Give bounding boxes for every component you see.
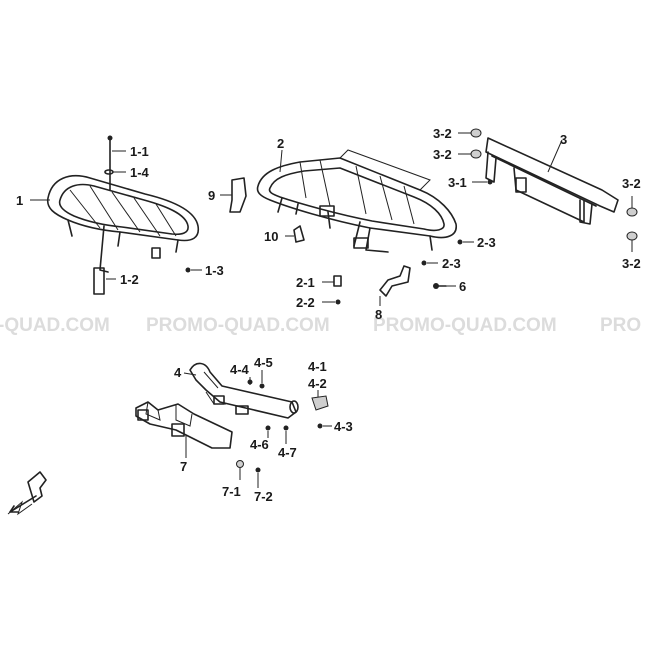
cap-3-2a (470, 128, 482, 138)
leader-3 (547, 139, 563, 173)
label-6: 6 (459, 279, 466, 294)
label-1-1: 1-1 (130, 144, 149, 159)
label-2: 2 (277, 136, 284, 151)
bolt-7-2 (255, 467, 261, 473)
label-1: 1 (16, 193, 23, 208)
sleeve-4-1 (311, 395, 329, 411)
label-4-3: 4-3 (334, 419, 353, 434)
label-2-2: 2-2 (296, 295, 315, 310)
rear-rack (256, 149, 457, 253)
label-3-2d: 3-2 (622, 256, 641, 271)
direction-arrow-icon (7, 471, 47, 516)
cap-3-2c (626, 207, 638, 217)
bracket-9 (229, 177, 247, 213)
label-3-2b: 3-2 (433, 147, 452, 162)
label-7: 7 (180, 459, 187, 474)
bolt-4-5 (259, 383, 265, 389)
nut-2-2 (335, 299, 341, 305)
label-7-1: 7-1 (222, 484, 241, 499)
washer-4-7 (283, 425, 289, 431)
label-3-2a: 3-2 (433, 126, 452, 141)
label-4-4: 4-4 (230, 362, 250, 377)
label-4-7: 4-7 (278, 445, 297, 460)
cap-3-2d (626, 231, 638, 241)
washer-1-4 (104, 169, 114, 175)
watermark: -QUAD.COM PROMO-QUAD.COM PROMO-QUAD.COM … (0, 315, 641, 336)
cap-3-2b (470, 149, 482, 159)
label-7-2: 7-2 (254, 489, 273, 504)
watermark-text-1: -QUAD.COM (0, 315, 110, 336)
cap-7-1 (236, 460, 244, 468)
front-rack (46, 174, 200, 295)
label-2-3b: 2-3 (442, 256, 461, 271)
label-1-2: 1-2 (120, 272, 139, 287)
label-4-5: 4-5 (254, 355, 273, 370)
label-3: 3 (560, 132, 567, 147)
label-4-1: 4-1 (308, 359, 327, 374)
label-4: 4 (174, 365, 182, 380)
clip-10 (293, 225, 305, 243)
bolt-2-3a (457, 239, 463, 245)
label-1-4: 1-4 (130, 165, 150, 180)
label-3-2c: 3-2 (622, 176, 641, 191)
label-1-3: 1-3 (205, 263, 224, 278)
label-4-2: 4-2 (308, 376, 327, 391)
bolt-2-3b (421, 260, 427, 266)
label-9: 9 (208, 188, 215, 203)
bolt-3-1 (487, 179, 493, 185)
bumper-bar (485, 137, 619, 225)
bracket-8 (379, 265, 411, 297)
watermark-text-4: PRO (600, 315, 641, 336)
label-8: 8 (375, 307, 382, 322)
tow-bar (189, 362, 299, 419)
screw-1-3 (185, 267, 191, 273)
leader-2 (279, 149, 283, 173)
label-2-3a: 2-3 (477, 235, 496, 250)
nut-4-6 (265, 425, 271, 431)
watermark-text-2: PROMO-QUAD.COM (146, 315, 330, 336)
pin-4-3 (317, 423, 323, 429)
hitch-bracket (135, 401, 233, 449)
label-3-1: 3-1 (448, 175, 467, 190)
leader-4 (183, 372, 197, 376)
watermark-text-3: PROMO-QUAD.COM (373, 315, 557, 336)
bolt-1-1 (107, 135, 113, 191)
spacer-2-1 (333, 275, 342, 287)
label-10: 10 (264, 229, 278, 244)
label-2-1: 2-1 (296, 275, 315, 290)
label-4-6: 4-6 (250, 437, 269, 452)
